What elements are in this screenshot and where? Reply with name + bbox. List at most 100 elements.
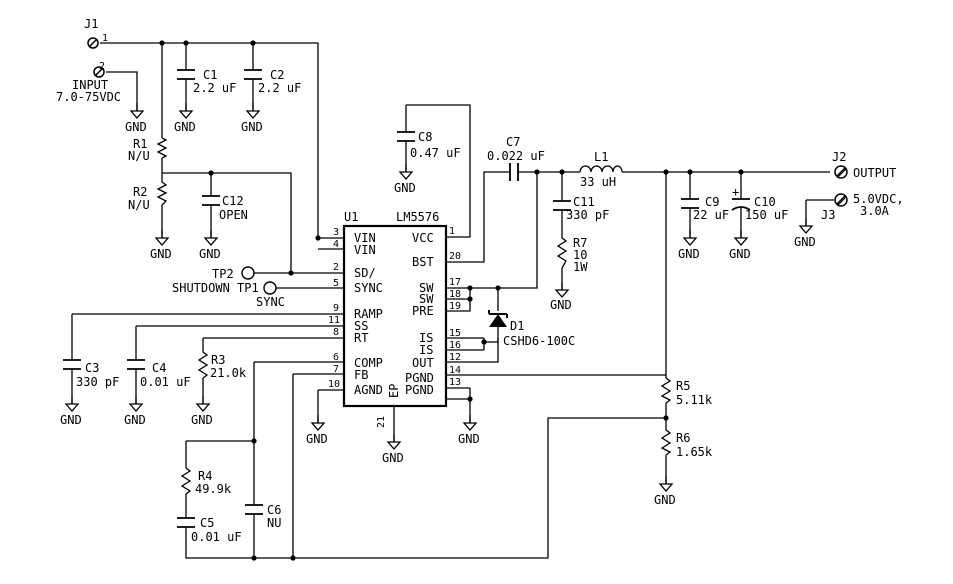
tp2-label: SHUTDOWN [172, 281, 230, 295]
gnd-label: GND [550, 298, 572, 312]
c2-value: 2.2 uF [258, 81, 301, 95]
pin-name: AGND [354, 383, 383, 397]
pin-number: 1 [449, 226, 455, 237]
pin-name: IS [419, 343, 433, 357]
pin-name: VIN [354, 243, 376, 257]
pin-number: 12 [449, 352, 461, 363]
gnd-label: GND [60, 413, 82, 427]
capacitor-c4: C4 0.01 uF [127, 359, 191, 389]
r6-ref: R6 [676, 431, 690, 445]
testpoint-tp2: TP2 SHUTDOWN [172, 266, 255, 295]
j2-label: OUTPUT [853, 166, 896, 180]
gnd-label: GND [124, 413, 146, 427]
ic-part: LM5576 [396, 210, 439, 224]
tp1-ref: TP1 [237, 281, 259, 295]
pin-name: SS [354, 319, 368, 333]
gnd-label: GND [654, 493, 676, 507]
pin-number: 20 [449, 251, 461, 262]
c6-value: NU [267, 516, 281, 530]
connector-j1: J1 1 2 INPUT 7.0-75VDC [56, 17, 121, 104]
gnd-label: GND [125, 120, 147, 134]
c4-ref: C4 [152, 361, 166, 375]
c10-value: 150 uF [745, 208, 788, 222]
d1-ref: D1 [510, 319, 524, 333]
pin-number: 15 [449, 328, 461, 339]
c11-value: 330 pF [566, 208, 609, 222]
c7-value: 0.022 uF [487, 149, 545, 163]
pin-name: VCC [412, 231, 434, 245]
r6-value: 1.65k [676, 445, 713, 459]
pin-name: FB [354, 368, 368, 382]
pin-number: 13 [449, 377, 461, 388]
capacitor-c12: C12 OPEN [202, 194, 248, 222]
pin-number: 4 [333, 239, 339, 250]
j2-ref: J2 [832, 150, 846, 164]
ep-label: EP [387, 384, 401, 398]
gnd-label: GND [729, 247, 751, 261]
capacitor-c9: C9 22 uF [681, 195, 729, 222]
gnd-label: GND [191, 413, 213, 427]
r5-ref: R5 [676, 379, 690, 393]
c9-ref: C9 [705, 195, 719, 209]
ep-pin-number: 21 [376, 416, 387, 428]
pin-number: 2 [333, 262, 339, 273]
pin-number: 16 [449, 340, 461, 351]
c3-ref: C3 [85, 361, 99, 375]
pin-number: 7 [333, 364, 339, 375]
r2-value: N/U [128, 198, 150, 212]
resistor-r4: R4 49.9k [180, 467, 232, 496]
c5-value: 0.01 uF [191, 530, 242, 544]
c8-ref: C8 [418, 130, 432, 144]
c8-value: 0.47 uF [410, 146, 461, 160]
pin-name: PGND [405, 383, 434, 397]
resistor-r5: R5 5.11k [660, 377, 713, 407]
c1-ref: C1 [203, 68, 217, 82]
capacitor-c6: C6 NU [245, 503, 281, 530]
r7-power: 1W [573, 260, 588, 274]
connector-j3: J3 5.0VDC, 3.0A [821, 192, 904, 222]
r1-ref: R1 [133, 137, 147, 151]
c12-ref: C12 [222, 194, 244, 208]
j1-label: INPUT [72, 78, 108, 92]
j1-ref: J1 [84, 17, 98, 31]
r4-ref: R4 [198, 469, 212, 483]
c11-ref: C11 [573, 195, 595, 209]
c2-ref: C2 [270, 68, 284, 82]
capacitor-c2: C2 2.2 uF [244, 68, 301, 95]
pin-name: IS [419, 331, 433, 345]
ic-u1: U1 LM5576 VIN VIN SD/ SYNC RAMP SS RT CO… [328, 210, 461, 428]
pin-name: VIN [354, 231, 376, 245]
gnd-label: GND [458, 432, 480, 446]
testpoint-tp1: TP1 SYNC [237, 281, 285, 309]
c10-ref: C10 [754, 195, 776, 209]
capacitor-c11: C11 330 pF [553, 195, 609, 222]
c5-ref: C5 [200, 516, 214, 530]
resistor-r6: R6 1.65k [660, 429, 713, 459]
capacitor-c8: C8 0.47 uF [397, 130, 461, 160]
inductor-l1: L1 33 uH [579, 150, 623, 189]
gnd-label: GND [199, 247, 221, 261]
pin-number: 14 [449, 365, 461, 376]
resistor-r7: R7 10 1W [556, 236, 588, 274]
pin-number: 6 [333, 352, 339, 363]
c10-polarity: + [732, 185, 739, 199]
gnd-label: GND [678, 247, 700, 261]
pin-name: SW [419, 292, 434, 306]
tp2-ref: TP2 [212, 267, 234, 281]
pin-number: 3 [333, 227, 339, 238]
r5-value: 5.11k [676, 393, 713, 407]
ic-ref: U1 [344, 210, 358, 224]
j3-ref: J3 [821, 208, 835, 222]
c1-value: 2.2 uF [193, 81, 236, 95]
pin-name: SW [419, 281, 434, 295]
pin-number: 11 [328, 315, 340, 326]
r3-ref: R3 [211, 353, 225, 367]
capacitor-c1: C1 2.2 uF [177, 68, 236, 95]
d1-value: CSHD6-100C [503, 334, 575, 348]
capacitor-c3: C3 330 pF [63, 359, 119, 389]
capacitor-c7: C7 0.022 uF [487, 135, 545, 181]
resistor-r3: R3 21.0k [197, 351, 247, 380]
pin-number: 5 [333, 278, 339, 289]
pin-number: 9 [333, 303, 339, 314]
